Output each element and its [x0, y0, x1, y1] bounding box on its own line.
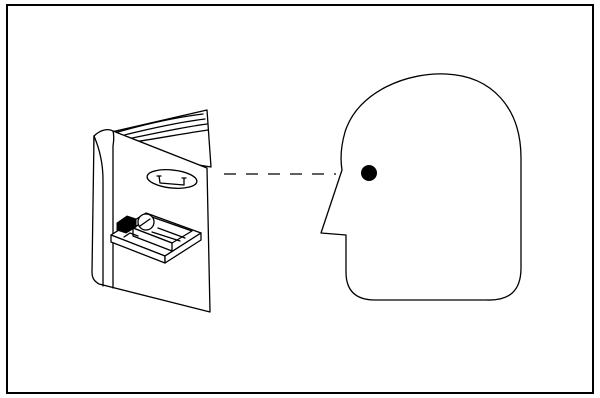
head-profile: [320, 73, 522, 301]
cover-oval-icon: [146, 169, 198, 189]
eye: [361, 165, 377, 181]
booklet-spine-inner: [112, 130, 115, 289]
booklet-spine: [93, 135, 104, 287]
booklet-page-edges: [96, 113, 209, 146]
device-illustration: [110, 212, 202, 264]
manual-booklet: [91, 109, 212, 313]
device-dark-block: [116, 215, 137, 234]
cover-bracket-icon: [156, 175, 187, 186]
